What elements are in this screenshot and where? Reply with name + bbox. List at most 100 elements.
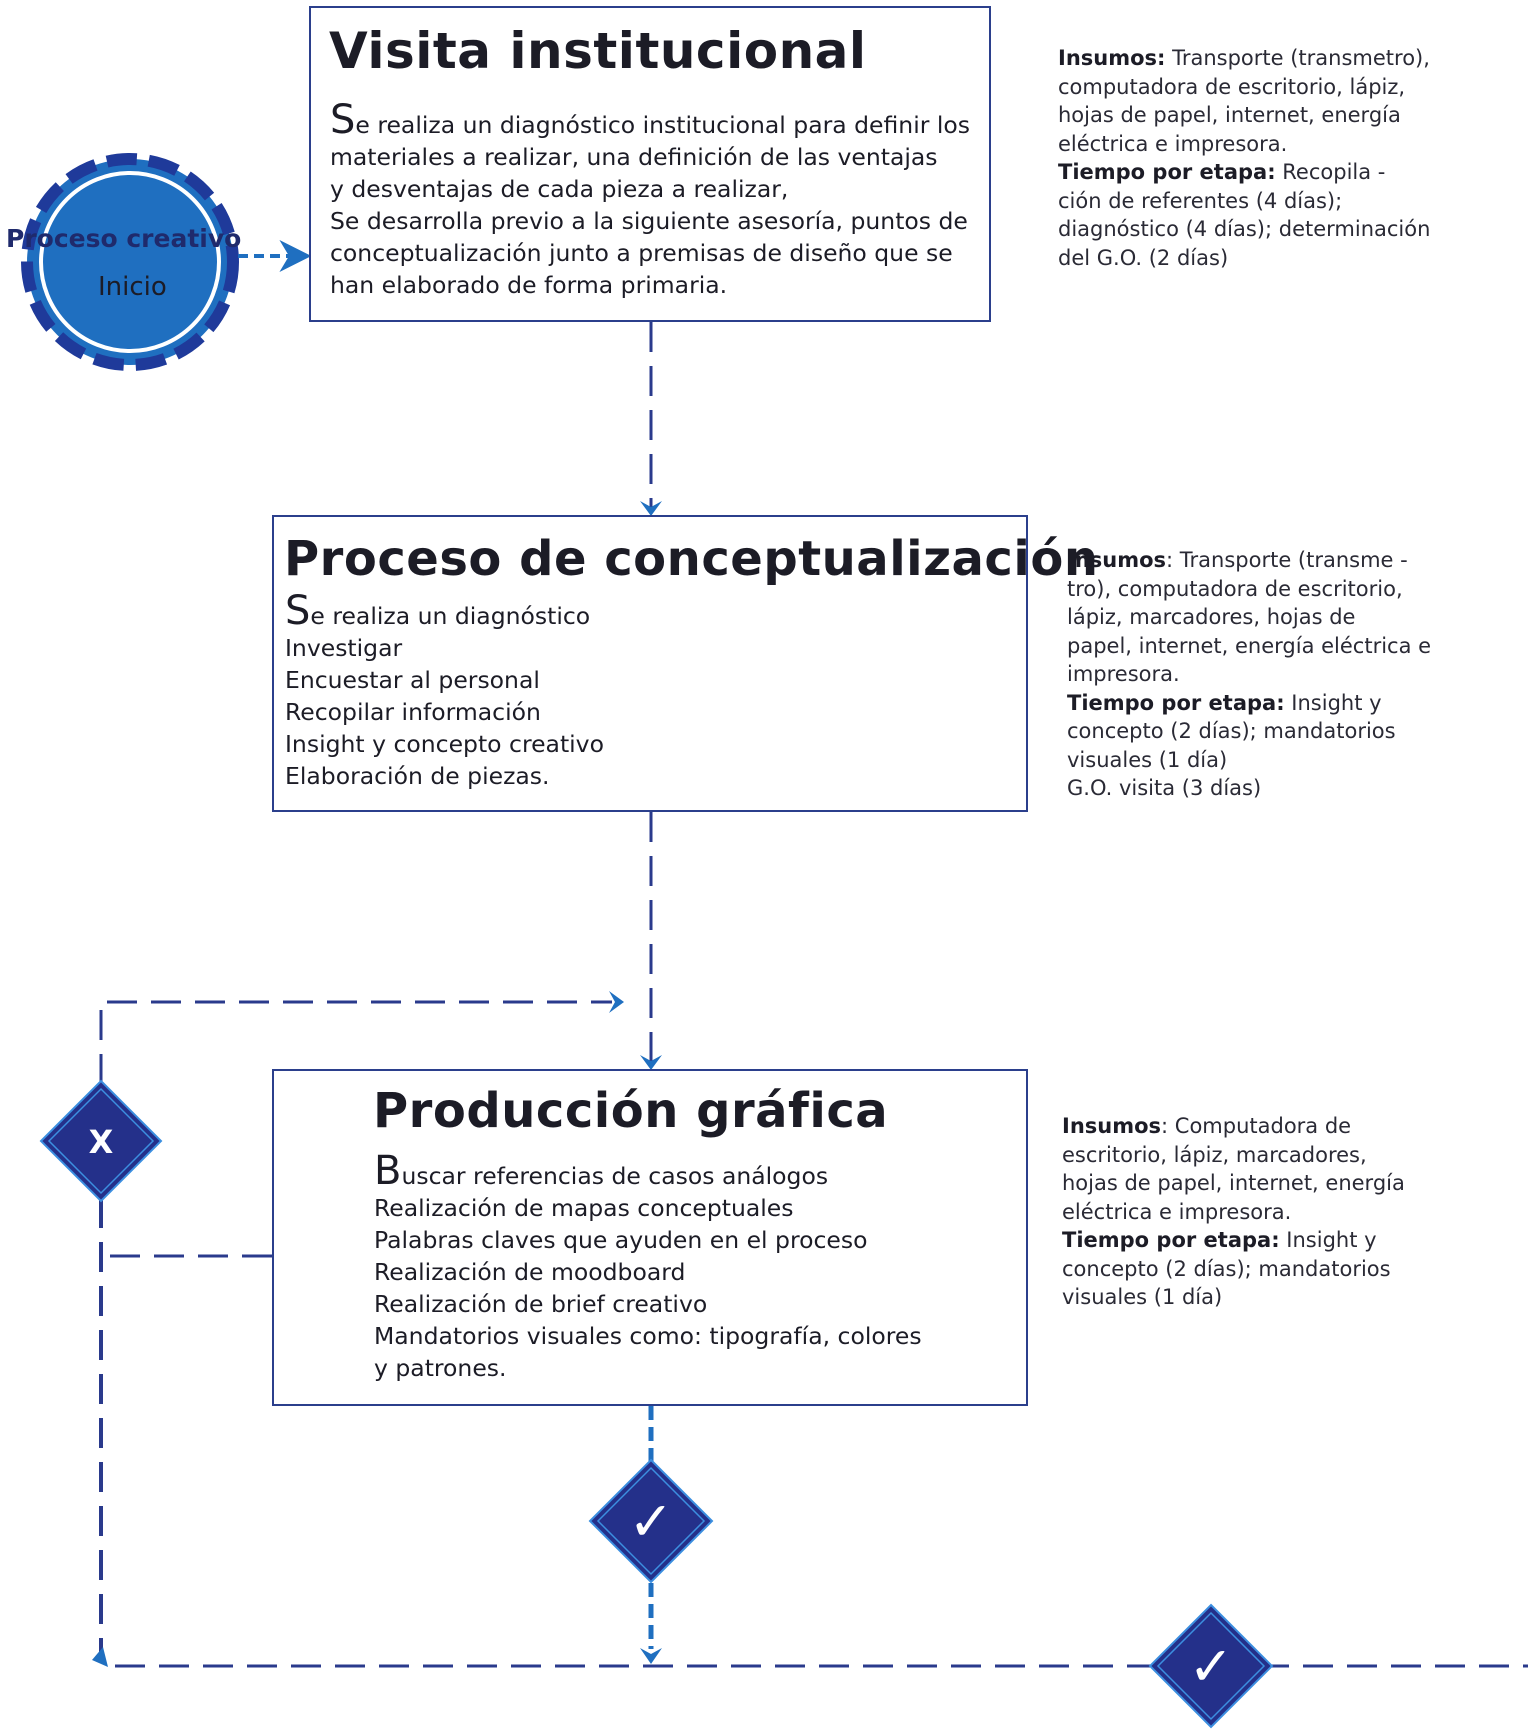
final-approve-symbol: ✓ [1188,1635,1233,1698]
note-text: : Computadora de [1161,1114,1352,1138]
note-line: impresora. [1067,660,1431,689]
note-line: del G.O. (2 días) [1058,244,1430,273]
note-text: lápiz, marcadores, hojas de [1067,605,1356,629]
note-line: escritorio, lápiz, marcadores, [1062,1141,1405,1170]
note-text: Transporte (transmetro), [1165,46,1430,70]
approve-decision: ✓ [588,1458,714,1584]
stage-visit-title: Visita institucional [329,22,867,80]
note-line: hojas de papel, internet, energía [1058,101,1430,130]
stage-visit-box: Visita institucional Se realiza un diagn… [309,6,991,322]
note-text: visuales (1 día) [1062,1285,1223,1309]
stage-production-line: Realización de moodboard [374,1258,686,1286]
note-text: escritorio, lápiz, marcadores, [1062,1142,1367,1167]
drop-cap: B [374,1148,402,1194]
stage-concept-line: Insight y concepto creativo [285,730,604,758]
note-line: Insumos: Transporte (transmetro), [1058,44,1430,73]
start-node [21,153,239,371]
connector-reject-loop-top [99,1000,612,1084]
note-text: Recopila - [1275,160,1386,184]
note-text: ción de referentes (4 días); [1058,188,1343,213]
note-text: del G.O. (2 días) [1058,245,1229,270]
note-line: ción de referentes (4 días); [1058,187,1430,216]
note-text: Insight y [1284,690,1382,715]
arrowhead-reject-down [92,1647,108,1667]
note-text: computadora de escritorio, lápiz, [1058,74,1406,99]
note-label: Tiempo por etapa: [1058,160,1276,184]
note-text: : Transporte (transme - [1166,548,1408,572]
note-text: diagnóstico (4 días); determinación [1058,217,1431,241]
note-text: G.O. visita (3 días) [1067,776,1262,800]
note-line: visuales (1 día) [1067,746,1431,775]
note-text: concepto (2 días); mandatorios [1067,719,1396,743]
note-label: Tiempo por etapa: [1067,690,1285,715]
note-line: concepto (2 días); mandatorios [1062,1255,1405,1284]
note-label: Tiempo por etapa: [1062,1228,1280,1252]
stage-visit-line: y desventajas de cada pieza a realizar, [330,175,789,203]
arrowhead-approve-down [640,1648,662,1664]
stage-production-title: Producción gráfica [373,1083,889,1139]
note-label: Insumos [1067,548,1167,572]
drop-cap: S [285,588,311,634]
note-line: Tiempo por etapa: Recopila - [1058,158,1430,187]
note-text: concepto (2 días); mandatorios [1062,1256,1391,1281]
note-text: eléctrica e impresora. [1058,131,1288,156]
stage-concept-body: Se realiza un diagnóstico Investigar Enc… [285,588,604,792]
arrowhead-concept [640,501,662,516]
stage-concept-notes: Insumos: Transporte (transme -tro), comp… [1067,546,1431,803]
stage-production-box: Producción gráfica Buscar referencias de… [272,1069,1028,1406]
stage-visit-line: materiales a realizar, una definición de… [330,143,938,171]
stage-concept-line: Elaboración de piezas. [285,762,550,790]
note-line: Tiempo por etapa: Insight y [1062,1226,1405,1255]
stage-production-line: Buscar referencias de casos análogos [374,1148,829,1194]
stage-production-line: Realización de mapas conceptuales [374,1194,794,1222]
note-text: hojas de papel, internet, energía [1058,103,1401,127]
note-line: Insumos: Computadora de [1062,1112,1405,1141]
stage-concept-box: Proceso de conceptualización Se realiza … [272,515,1098,812]
note-line: G.O. visita (3 días) [1067,774,1431,803]
stage-concept-line: Se realiza un diagnóstico [285,588,591,634]
stage-production-line: Mandatorios visuales como: tipografía, c… [374,1322,922,1350]
note-text: eléctrica e impresora. [1062,1199,1292,1224]
note-label: Insumos: [1058,46,1166,70]
note-line: lápiz, marcadores, hojas de [1067,603,1431,632]
start-subtitle: Inicio [98,272,167,302]
note-line: visuales (1 día) [1062,1283,1405,1312]
arrowhead-production [640,1055,662,1070]
stage-concept-line: Recopilar información [285,698,541,726]
stage-concept-line: Encuestar al personal [285,666,540,694]
note-line: Insumos: Transporte (transme - [1067,546,1431,575]
stage-concept-line: Investigar [285,634,403,662]
final-approve-decision: ✓ [1148,1603,1274,1729]
note-text: papel, internet, energía eléctrica e [1067,633,1432,658]
note-line: papel, internet, energía eléctrica e [1067,632,1431,661]
stage-visit-line: conceptualización junto a premisas de di… [330,239,953,267]
drop-cap: S [330,97,356,143]
note-text: hojas de papel, internet, energía [1062,1171,1405,1195]
note-text: visuales (1 día) [1067,747,1228,772]
stage-concept-title: Proceso de conceptualización [284,531,1099,587]
stage-production-line: y patrones. [374,1354,507,1382]
stage-production-line: Realización de brief creativo [374,1290,708,1318]
reject-decision: X [39,1079,163,1203]
note-line: diagnóstico (4 días); determinación [1058,215,1430,244]
note-line: Tiempo por etapa: Insight y [1067,689,1431,718]
start-title: Proceso creativo [6,224,242,253]
stage-production-line: Palabras claves que ayuden en el proceso [374,1226,868,1254]
arrowhead-reject-loop [609,991,624,1013]
reject-symbol: X [89,1123,114,1161]
note-line: concepto (2 días); mandatorios [1067,717,1431,746]
stage-visit-body: Se realiza un diagnóstico institucional … [330,97,971,301]
note-line: hojas de papel, internet, energía [1062,1169,1405,1198]
note-line: computadora de escritorio, lápiz, [1058,73,1430,102]
note-line: eléctrica e impresora. [1058,130,1430,159]
stage-production-body: Buscar referencias de casos análogos Rea… [374,1148,922,1384]
stage-visit-notes: Insumos: Transporte (transmetro),computa… [1058,44,1430,272]
note-line: eléctrica e impresora. [1062,1198,1405,1227]
note-label: Insumos [1062,1114,1162,1138]
stage-visit-line: Se realiza un diagnóstico institucional … [330,97,971,143]
note-text: impresora. [1067,662,1180,686]
note-text: Insight y [1279,1228,1377,1252]
note-line: tro), computadora de escritorio, [1067,575,1431,604]
